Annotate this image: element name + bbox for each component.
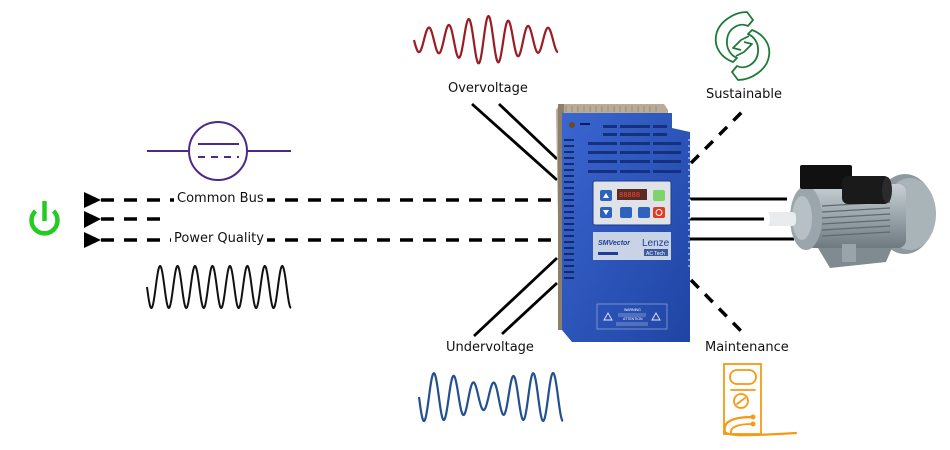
power-quality-label: Power Quality: [171, 231, 267, 247]
maintenance-connector: [689, 278, 745, 335]
motor-output-lines: [689, 197, 794, 241]
drive-brand-text: Lenze: [642, 238, 670, 249]
vfd-drive-image: 88888 SMVector Lenze AC Tech WARNING ATT…: [556, 104, 691, 342]
dc-symbol-icon: [147, 121, 291, 181]
undervoltage-connectors: [473, 256, 558, 338]
power-icon: [29, 201, 60, 236]
common-bus-label: Common Bus: [174, 191, 267, 207]
drive-model-text: SMVector: [598, 240, 631, 247]
sustainable-label: Sustainable: [706, 87, 783, 103]
overvoltage-label: Overvoltage: [448, 81, 528, 97]
maintenance-label: Maintenance: [705, 340, 789, 356]
undervoltage-waveform: [417, 371, 564, 423]
drive-badge-text: AC Tech: [646, 251, 665, 257]
input-arrowheads: [84, 192, 101, 248]
overvoltage-waveform: [412, 14, 559, 65]
multimeter-icon: [723, 363, 798, 437]
undervoltage-label: Undervoltage: [446, 340, 534, 356]
power-quality-waveform: [146, 264, 292, 310]
recycle-icon: [714, 11, 771, 81]
drive-warning-text: WARNING: [624, 308, 641, 312]
input-dashed-lines: [101, 198, 556, 242]
electric-motor-image: [764, 165, 936, 268]
overvoltage-connectors: [471, 102, 558, 182]
sustainable-connector: [689, 108, 746, 165]
drive-attention-text: ATTENTION: [623, 317, 643, 321]
svg-text:88888: 88888: [619, 191, 640, 199]
